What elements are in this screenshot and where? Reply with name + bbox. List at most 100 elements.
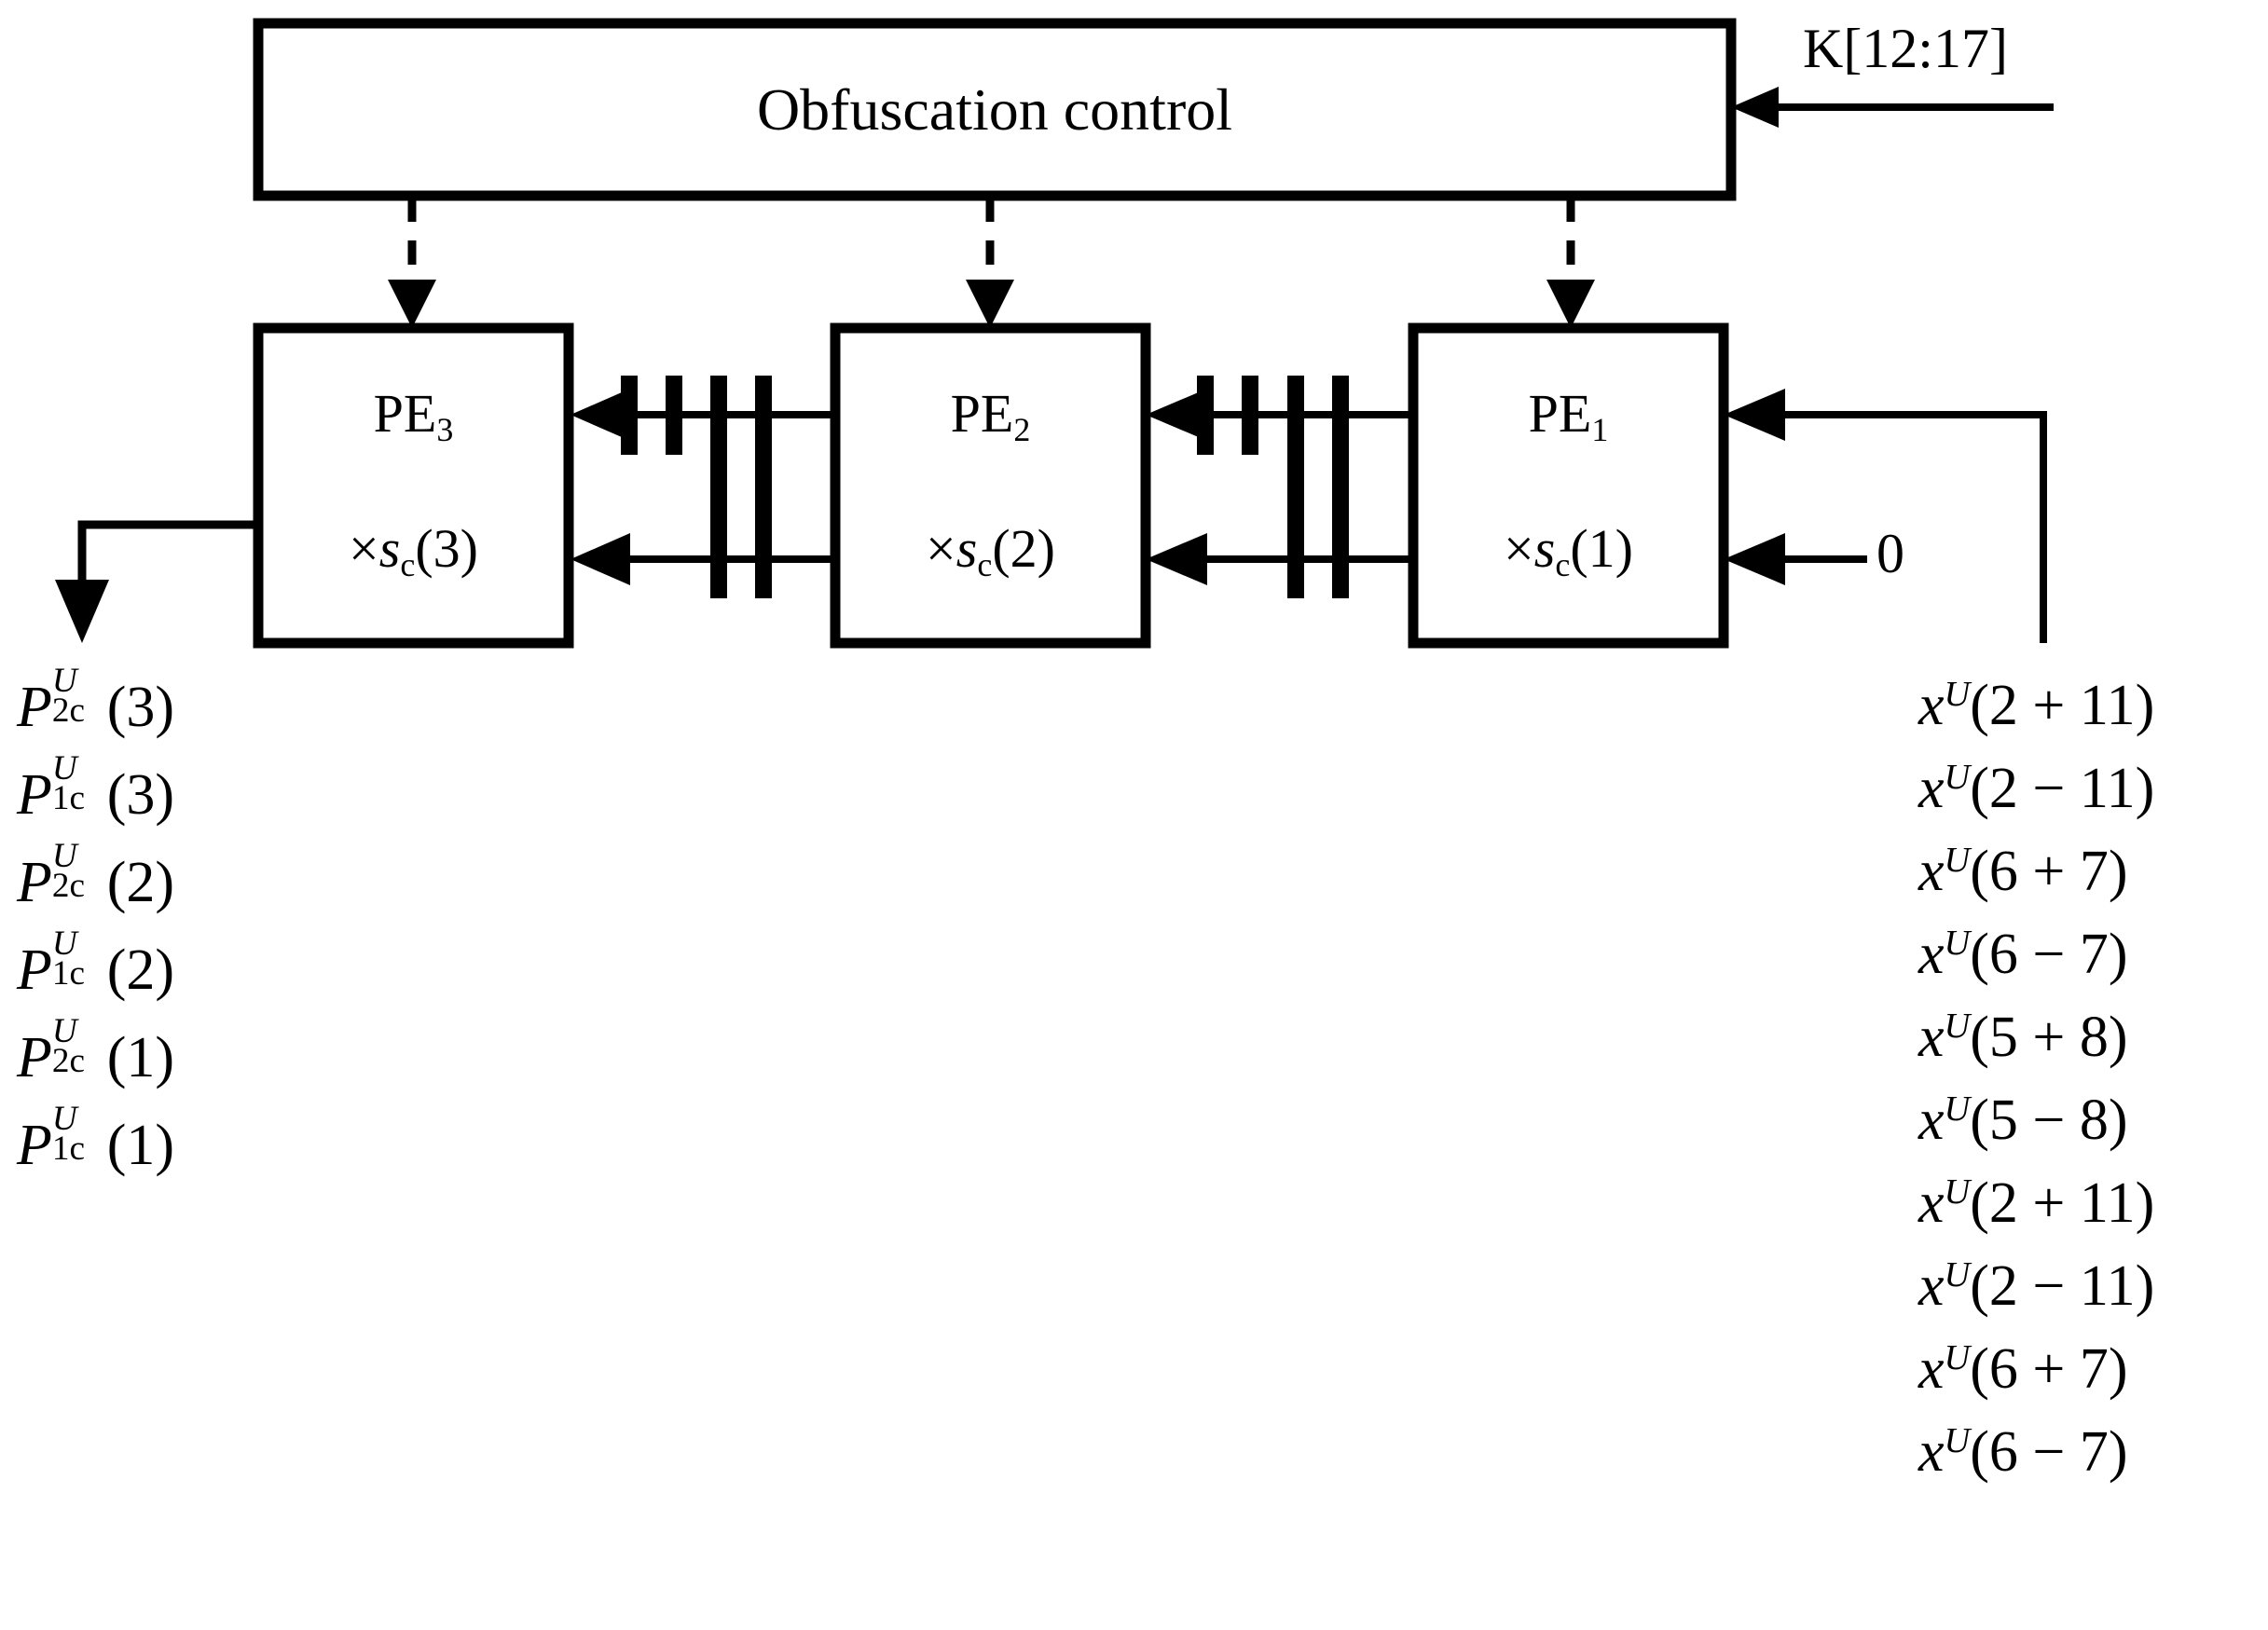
output-sub: 1c xyxy=(51,1129,85,1168)
pe3-box[interactable] xyxy=(253,322,574,649)
output-sup: U xyxy=(51,661,77,700)
output-base: P xyxy=(17,763,52,827)
obfuscation-control-box[interactable] xyxy=(253,18,1737,201)
input-label: xU(2 − 11) xyxy=(1918,1257,2154,1315)
pe1-box[interactable] xyxy=(1408,322,1729,649)
output-base: P xyxy=(17,676,52,739)
pe3-scale: ×sc(3) xyxy=(258,522,569,582)
control-arrow-pe2 xyxy=(966,198,1014,328)
input-arg: (6 − 7) xyxy=(1970,923,2128,986)
input-base: x xyxy=(1918,1006,1945,1069)
datapath-pe1-to-pe2-lower xyxy=(1146,533,1413,585)
pe3-scale-var: s xyxy=(378,518,401,579)
input-sup: U xyxy=(1944,841,1971,881)
output-base: P xyxy=(17,851,52,914)
input-sup: U xyxy=(1944,1172,1971,1212)
input-label: xU(5 + 8) xyxy=(1918,1008,2128,1066)
input-sup: U xyxy=(1944,675,1971,715)
pe2-scale-sub: c xyxy=(977,546,993,584)
input-feedback-line-pe1 xyxy=(1724,389,2047,643)
input-sup: U xyxy=(1944,924,1971,964)
output-sup: U xyxy=(51,1099,77,1138)
delay-bar-tall xyxy=(1332,376,1349,598)
output-sub: 2c xyxy=(51,691,85,730)
input-label: xU(2 + 11) xyxy=(1918,1174,2154,1232)
output-sub: 2c xyxy=(51,1041,85,1080)
pe2-box[interactable] xyxy=(830,322,1151,649)
input-sup: U xyxy=(1944,1255,1971,1295)
output-arg: (3) xyxy=(106,763,175,827)
key-input-label: K[12:17] xyxy=(1803,18,2008,79)
zero-input-label: 0 xyxy=(1876,523,1904,584)
pe3-scale-arg: (3) xyxy=(415,518,478,579)
output-sup: U xyxy=(51,748,77,788)
delay-bar xyxy=(666,376,682,455)
pe3-name-base: PE xyxy=(373,383,437,444)
pe3-name-index: 3 xyxy=(436,411,454,449)
input-arg: (5 − 8) xyxy=(1970,1089,2128,1152)
input-arg: (2 − 11) xyxy=(1970,757,2155,820)
input-label: xU(2 − 11) xyxy=(1918,760,2154,817)
pe3-scale-prefix: × xyxy=(349,518,379,579)
zero-input-line-pe1 xyxy=(1724,533,1867,585)
control-arrow-pe1 xyxy=(1546,198,1595,328)
control-arrow-pe3 xyxy=(388,198,436,328)
pe1-scale-arg: (1) xyxy=(1570,518,1633,579)
input-arg: (6 − 7) xyxy=(1970,1420,2128,1484)
delay-bar xyxy=(1197,376,1214,455)
input-label: xU(6 − 7) xyxy=(1918,925,2128,983)
pe1-name-index: 1 xyxy=(1591,411,1609,449)
datapath-pe2-to-pe3-lower xyxy=(570,533,835,585)
pe1-scale-var: s xyxy=(1533,518,1556,579)
pe2-scale-arg: (2) xyxy=(992,518,1055,579)
input-sup: U xyxy=(1944,758,1971,798)
datapath-pe2-to-pe3-upper xyxy=(570,376,835,455)
input-base: x xyxy=(1918,1254,1945,1318)
output-arg: (1) xyxy=(106,1026,175,1089)
output-sup: U xyxy=(51,924,77,963)
output-arg: (3) xyxy=(106,676,175,739)
input-label: xU(6 + 7) xyxy=(1918,1340,2128,1398)
input-sup: U xyxy=(1944,1089,1971,1130)
input-base: x xyxy=(1918,923,1945,986)
output-base: P xyxy=(17,1026,52,1089)
input-base: x xyxy=(1918,1089,1945,1152)
delay-bar-tall xyxy=(1287,376,1304,598)
delay-bar-tall xyxy=(710,376,727,598)
pe1-scale-prefix: × xyxy=(1504,518,1534,579)
output-arg: (1) xyxy=(106,1114,175,1177)
pe2-name-base: PE xyxy=(950,383,1014,444)
key-input-arrow xyxy=(1731,87,2054,128)
obfuscation-control-label: Obfuscation control xyxy=(756,76,1233,143)
pe3-scale-sub: c xyxy=(400,546,416,584)
input-base: x xyxy=(1918,1420,1945,1484)
output-sup: U xyxy=(51,836,77,875)
input-base: x xyxy=(1918,1337,1945,1401)
output-arg: (2) xyxy=(106,851,175,914)
delay-bar xyxy=(621,376,638,455)
datapath-pe1-to-pe2-upper xyxy=(1146,376,1413,455)
input-label: xU(5 − 8) xyxy=(1918,1091,2128,1149)
output-path-pe3 xyxy=(55,520,258,643)
pe1-name: PE1 xyxy=(1413,387,1724,447)
pe1-scale: ×sc(1) xyxy=(1413,522,1724,582)
output-sup: U xyxy=(51,1011,77,1050)
output-base: P xyxy=(17,938,52,1002)
input-base: x xyxy=(1918,1171,1945,1235)
output-arg: (2) xyxy=(106,938,175,1002)
input-base: x xyxy=(1918,840,1945,903)
output-base: P xyxy=(17,1114,52,1177)
pe1-name-base: PE xyxy=(1528,383,1592,444)
pe2-scale-prefix: × xyxy=(926,518,956,579)
delay-bar xyxy=(1242,376,1258,455)
input-label: xU(6 + 7) xyxy=(1918,842,2128,900)
input-base: x xyxy=(1918,757,1945,820)
pe1-scale-sub: c xyxy=(1555,546,1571,584)
